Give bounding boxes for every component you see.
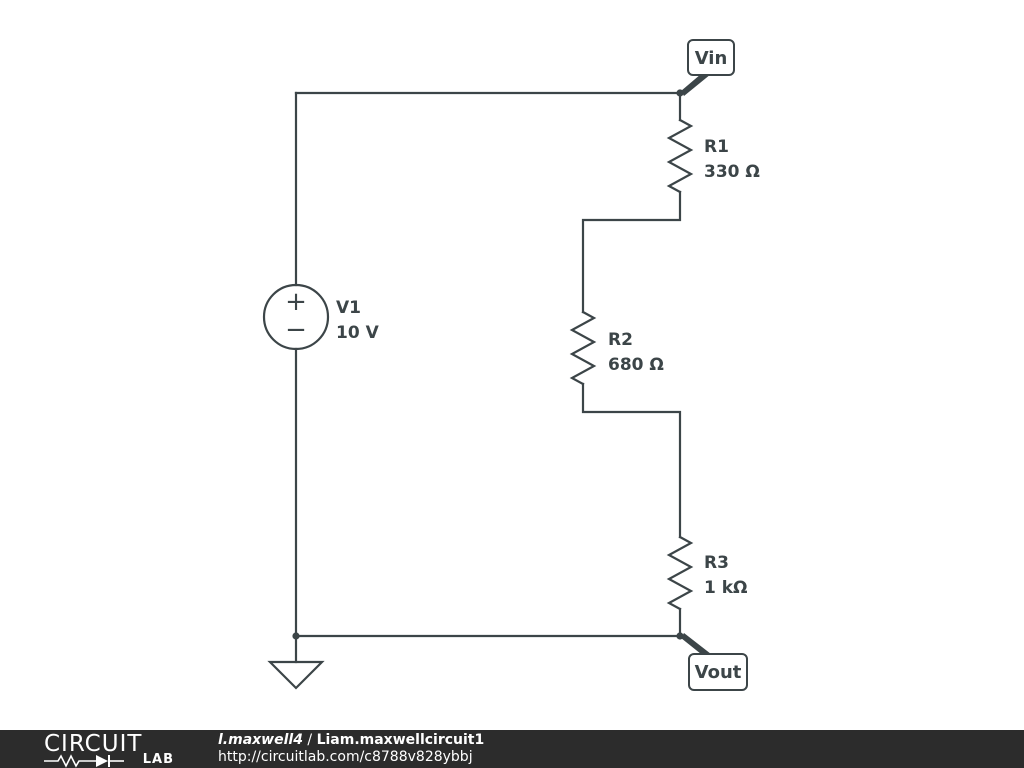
logo-wordmark-bottom: LAB	[142, 752, 174, 767]
credit-line: l.maxwell4 / Liam.maxwellcircuit1	[218, 732, 484, 749]
voltage-source-v1: + −	[262, 283, 330, 351]
r2-name-label: R2	[608, 330, 633, 350]
resistor-r2-symbol	[569, 310, 597, 386]
source-minus-sign: −	[285, 315, 307, 345]
r3-name-label: R3	[704, 553, 729, 573]
resistor-r3-symbol	[666, 535, 694, 611]
footer-bar: CIRCUIT LAB l.maxwell4 / Liam.maxwellcir…	[0, 730, 1024, 768]
circuitlab-logo[interactable]: CIRCUIT LAB	[44, 731, 176, 768]
source-name-label: V1	[336, 298, 361, 318]
circuit-credit: l.maxwell4 / Liam.maxwellcircuit1 http:/…	[218, 732, 484, 766]
r2-value-label: 680 Ω	[608, 355, 664, 375]
author-link[interactable]: l.maxwell4	[218, 732, 303, 748]
circuit-title-link[interactable]: Liam.maxwellcircuit1	[316, 732, 485, 748]
net-label-vout: Vout	[681, 633, 748, 691]
schematic-canvas: + − Vin Vout V1 10 V R1 330 Ω R2 6	[262, 39, 760, 691]
circuit-url-link[interactable]: http://circuitlab.com/c8788v828ybbj	[218, 749, 473, 765]
r1-name-label: R1	[704, 137, 729, 157]
resistor-r1-symbol	[666, 118, 694, 194]
net-label-vin: Vin	[681, 39, 735, 96]
logo-wordmark-top: CIRCUIT	[44, 731, 143, 757]
r3-value-label: 1 kΩ	[704, 578, 748, 598]
r1-value-label: 330 Ω	[704, 162, 760, 182]
wire-r1-to-r2	[581, 190, 682, 314]
credit-separator: /	[302, 732, 317, 748]
net-label-vout-text: Vout	[695, 662, 742, 683]
source-value-label: 10 V	[336, 323, 380, 343]
wire-r2-to-r3	[581, 382, 682, 539]
net-label-vin-text: Vin	[695, 48, 728, 69]
ground-icon	[267, 634, 325, 690]
source-plus-sign: +	[285, 287, 307, 317]
resistor-diode-logo-icon	[44, 754, 124, 768]
